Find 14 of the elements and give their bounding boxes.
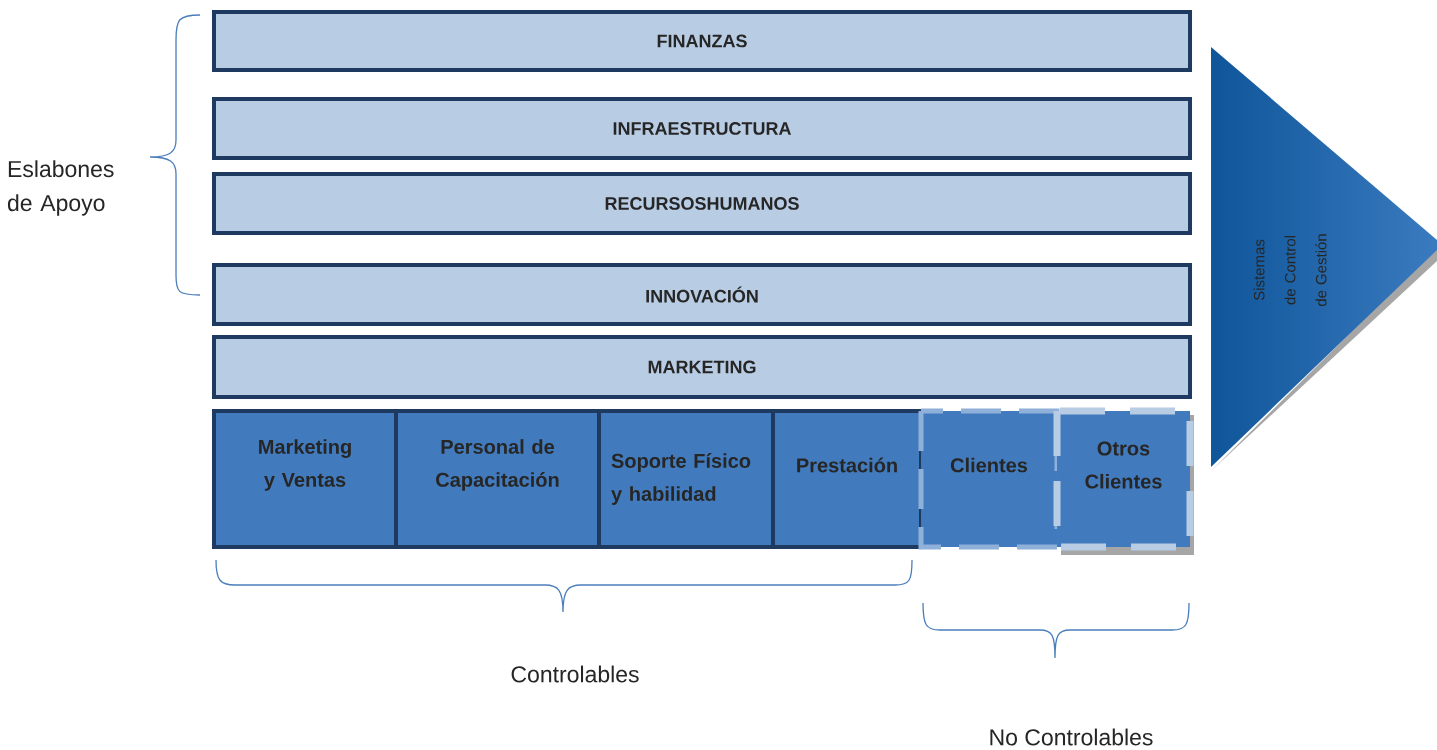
activity-bar: INNOVACIÓN	[212, 263, 1192, 326]
activity-box: Prestación	[771, 409, 923, 549]
activity-box: Marketing y Ventas	[212, 409, 398, 549]
label: Eslabones de Apoyo	[8, 160, 114, 216]
label: No Controlables	[990, 728, 1153, 746]
dashed-box: Clientes	[918, 408, 1060, 550]
activity-box: Soporte Físico y habilidad	[597, 409, 775, 549]
activity-bar: INFRAESTRUCTURA	[212, 97, 1192, 160]
dashed-box: Otros Clientes	[1053, 407, 1194, 555]
label: Controlables	[511, 665, 639, 683]
activity-box: Personal de Capacitación	[394, 409, 601, 549]
activity-bar: RECURSOSHUMANOS	[212, 172, 1192, 235]
activity-bar: FINANZAS	[212, 10, 1192, 72]
activity-bar: MARKETING	[212, 335, 1192, 399]
